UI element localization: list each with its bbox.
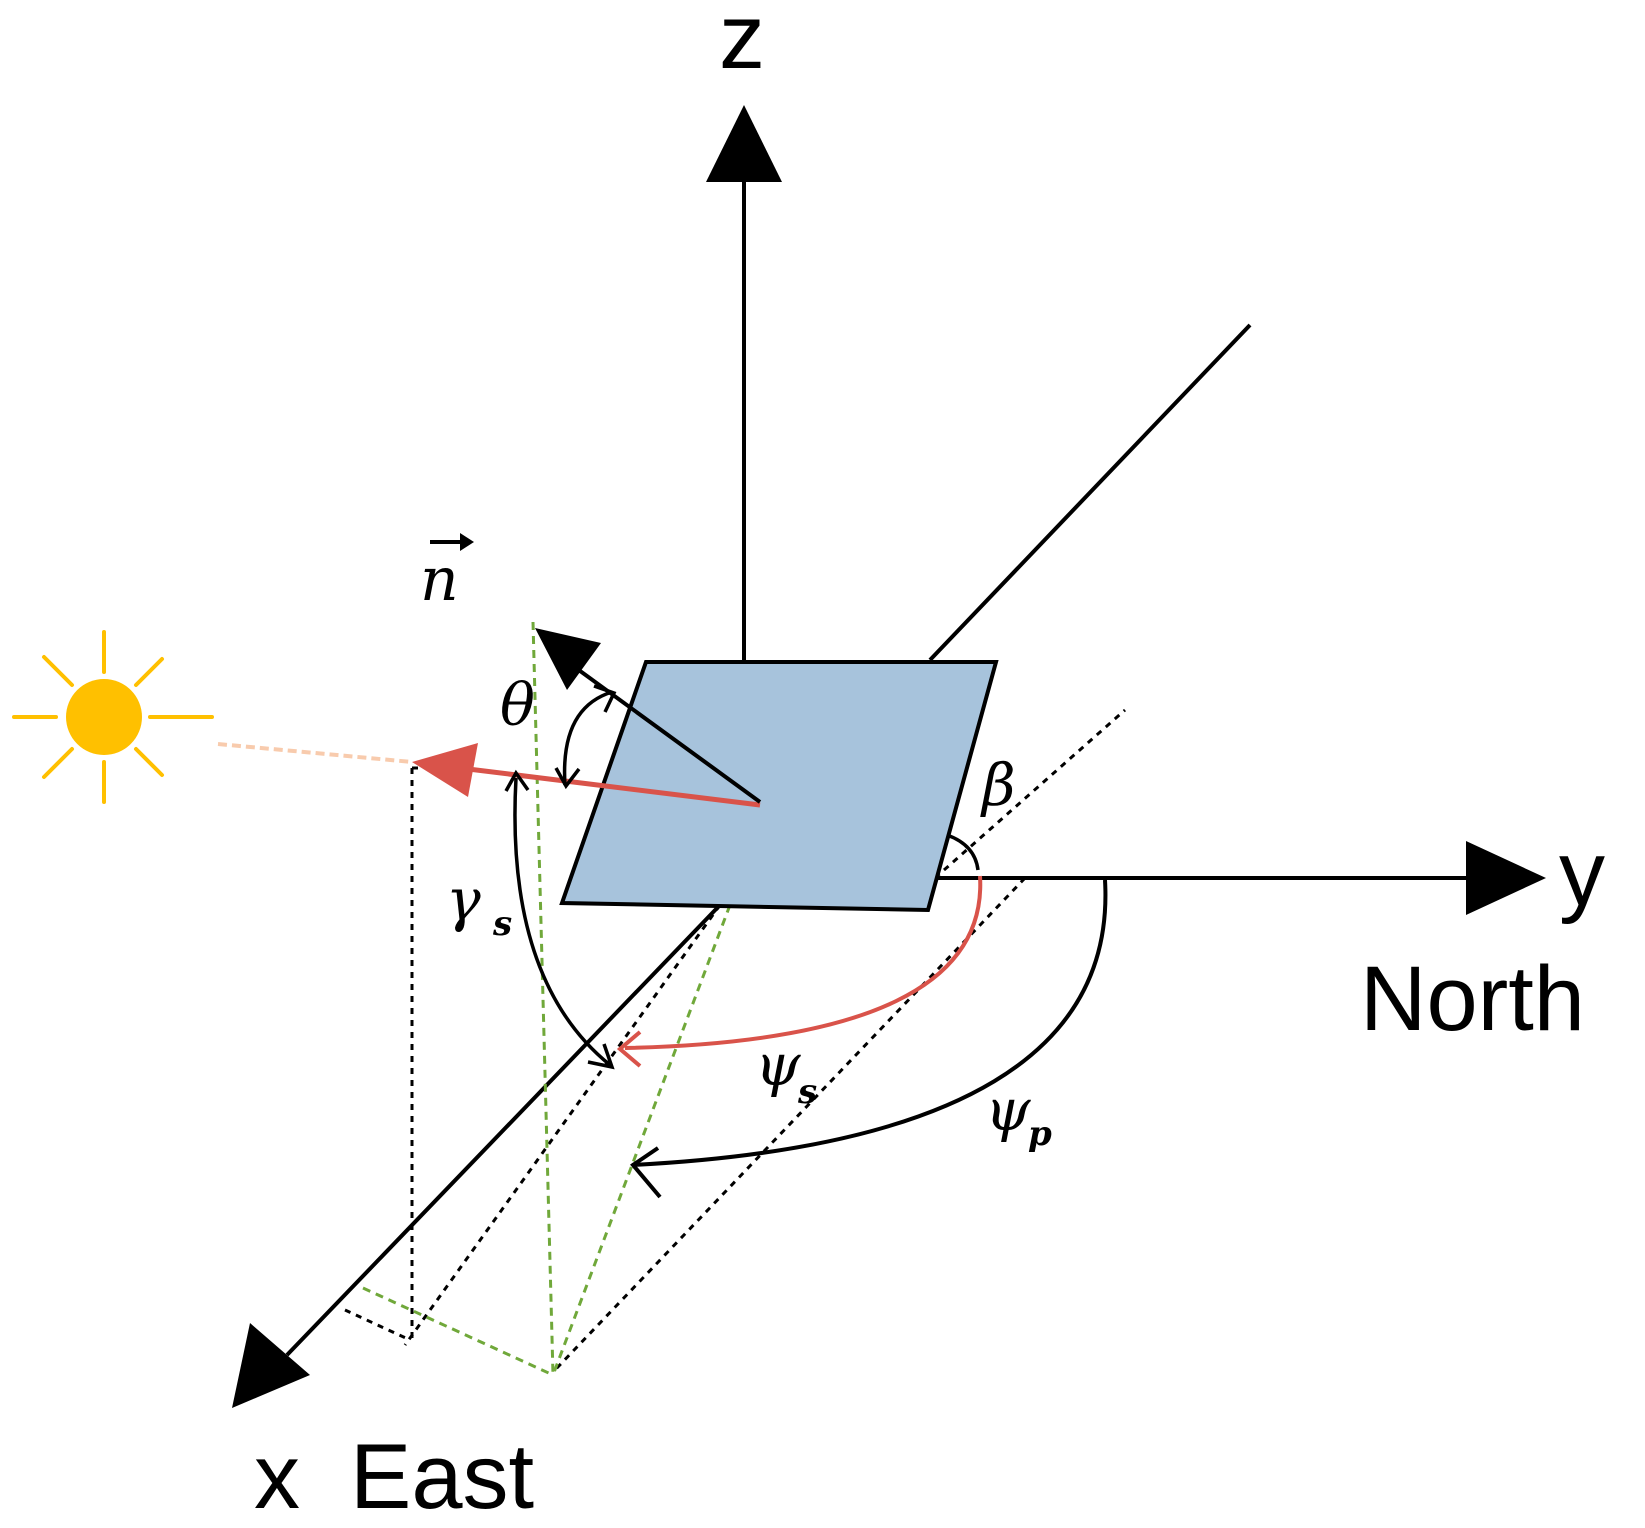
depth-axis-line (928, 323, 1252, 662)
x-axis (232, 903, 722, 1408)
sun-direction-arrow (412, 743, 761, 808)
psi-p-label: ψ p (985, 1076, 1052, 1154)
psi-p-arc (630, 879, 1108, 1199)
beta-label: β (980, 751, 1016, 819)
svg-text:γ: γ (446, 866, 481, 934)
theta-arc (554, 684, 617, 790)
normal-vector-label: n (420, 533, 474, 615)
beta-arc (946, 833, 980, 871)
east-label: East (350, 1426, 534, 1528)
svg-text:p: p (1028, 1114, 1052, 1154)
psi-s-label: ψ s (755, 1031, 817, 1112)
theta-label: θ (500, 671, 535, 739)
solar-panel (559, 660, 999, 913)
projection-lines (362, 621, 732, 1377)
z-axis-label: z (719, 0, 765, 88)
gamma-s-label: γ s (446, 866, 512, 944)
sun-icon (12, 630, 214, 804)
y-axis (935, 841, 1546, 915)
z-axis (706, 105, 782, 660)
svg-text:ψ: ψ (985, 1076, 1031, 1144)
north-label: North (1360, 948, 1585, 1050)
svg-text:n: n (420, 545, 459, 615)
y-axis-label: y (1559, 823, 1605, 925)
svg-text:ψ: ψ (755, 1031, 801, 1099)
psi-s-arc (616, 875, 983, 1068)
normal-vector-arrow (535, 628, 762, 804)
sun-ray-faint (217, 742, 413, 764)
svg-text:s: s (492, 904, 512, 944)
gamma-s-arc (504, 769, 615, 1070)
x-axis-label: x (254, 1426, 300, 1528)
svg-text:s: s (797, 1072, 817, 1112)
